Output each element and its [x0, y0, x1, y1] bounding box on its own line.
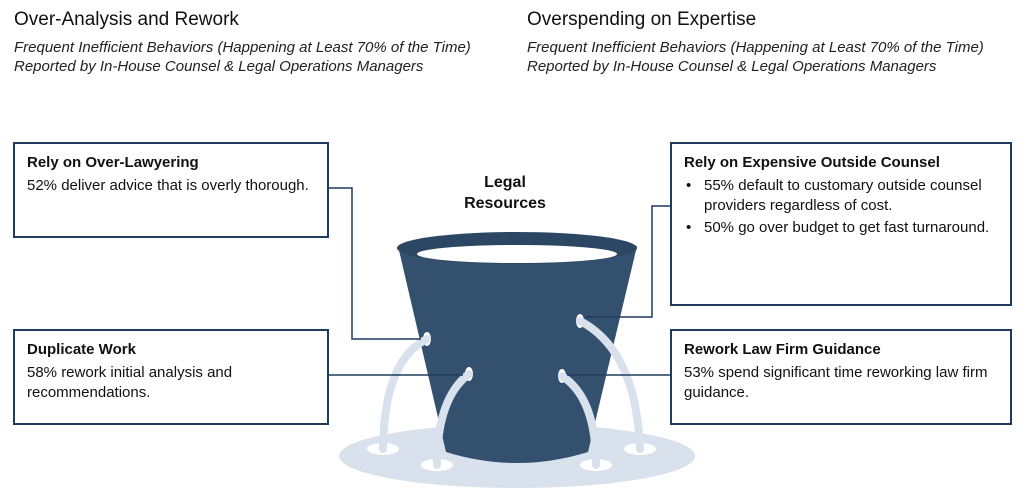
callout-title: Rework Law Firm Guidance — [684, 341, 881, 358]
connector-outside — [585, 205, 670, 318]
bucket — [398, 246, 637, 463]
callout-duplicate-work: Duplicate Work 58% rework initial analys… — [13, 329, 329, 425]
callout-text: 52% deliver advice that is overly thorou… — [27, 177, 309, 194]
heading-title: Over-Analysis and Rework — [14, 9, 239, 30]
bucket-label: Legal Resources — [464, 174, 546, 212]
leak-stream — [433, 370, 473, 469]
heading-subtitle: Frequent Inefficient Behaviors (Happenin… — [14, 39, 471, 75]
callout-text: 53% spend significant time reworking law… — [684, 364, 988, 401]
bullet-text: 50% go over budget to get fast turnaroun… — [704, 219, 990, 236]
callout-title: Duplicate Work — [27, 341, 136, 358]
heading-over-analysis: Over-Analysis and Rework Frequent Ineffi… — [14, 8, 484, 76]
leak-stream — [558, 372, 600, 469]
callout-outside-counsel: Rely on Expensive Outside Counsel • 55% … — [670, 142, 1012, 306]
bucket-water — [417, 245, 617, 263]
callout-bullet-item: • 55% default to customary outside couns… — [684, 176, 998, 216]
bullet-icon: • — [686, 177, 692, 194]
connector-overlawyering — [329, 187, 421, 340]
leak-stream — [576, 317, 644, 453]
callout-rework-guidance: Rework Law Firm Guidance 53% spend signi… — [670, 329, 1012, 425]
heading-overspending: Overspending on Expertise Frequent Ineff… — [527, 8, 997, 76]
callout-text: 58% rework initial analysis and recommen… — [27, 364, 233, 401]
bullet-text: 55% default to customary outside counsel… — [704, 177, 982, 214]
callout-title: Rely on Over-Lawyering — [27, 154, 199, 171]
callout-bullet-item: • 50% go over budget to get fast turnaro… — [684, 218, 998, 238]
leak-stream — [379, 335, 431, 453]
callout-title: Rely on Expensive Outside Counsel — [684, 154, 940, 171]
heading-subtitle: Frequent Inefficient Behaviors (Happenin… — [527, 39, 984, 75]
callout-bullet-list: • 55% default to customary outside couns… — [684, 176, 998, 238]
bullet-icon: • — [686, 219, 692, 236]
heading-title: Overspending on Expertise — [527, 9, 757, 30]
callout-over-lawyering: Rely on Over-Lawyering 52% deliver advic… — [13, 142, 329, 238]
